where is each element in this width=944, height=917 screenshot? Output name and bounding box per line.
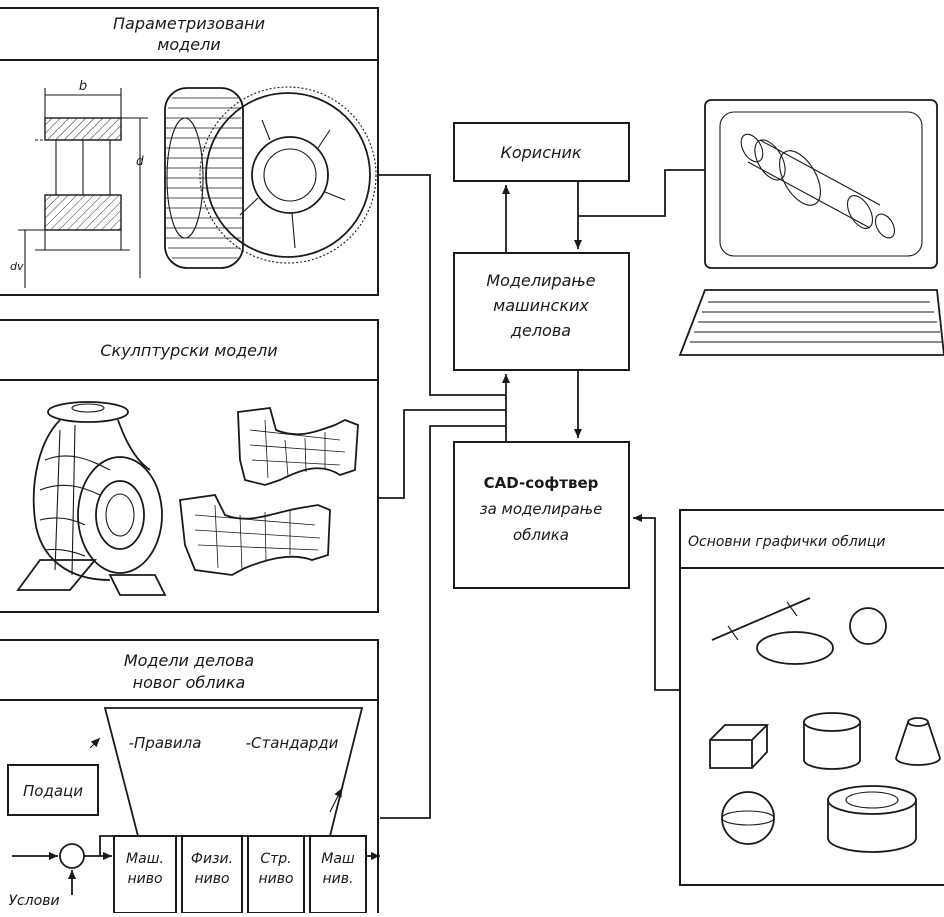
center-flow: Корисник Моделирање машинских делова CAD… <box>378 122 705 819</box>
level-label-1: Стр. <box>260 851 291 867</box>
pump-casing-drawing <box>16 401 167 596</box>
data-label: Подаци <box>23 782 83 800</box>
knowledge-base-trapezoid <box>103 707 364 837</box>
dimension-dv-label: dv <box>10 260 24 273</box>
panel-frame <box>0 319 379 613</box>
cad-label-2: за моделирање <box>480 500 603 518</box>
panel-title-line1: Модели делова <box>124 651 254 670</box>
level-label-2: нив. <box>323 871 354 887</box>
connector-new-shape <box>380 425 506 819</box>
modeling-label-3: делова <box>510 321 571 340</box>
level-label-2: ниво <box>127 871 162 887</box>
data-box <box>7 764 99 816</box>
connector-graphic-forms <box>633 514 680 691</box>
connector-parametrized <box>378 174 506 396</box>
gear-section-drawing: b d dv <box>10 79 148 288</box>
panel-frame <box>0 639 379 913</box>
conditions-label: Услови <box>8 893 59 909</box>
sphere-shape-icon <box>721 791 775 845</box>
keyboard <box>678 289 944 356</box>
cone-shape-icon <box>895 717 941 766</box>
panel-title-line2: новог облика <box>133 673 246 692</box>
level-label-1: Маш <box>321 851 355 867</box>
modeling-label-2: машинских <box>493 296 589 315</box>
panel-frame <box>679 509 944 886</box>
box-shape-icon <box>709 724 770 769</box>
summing-node <box>59 843 85 869</box>
ellipse-shape-icon <box>756 631 834 665</box>
spur-gear-drawing <box>164 86 377 269</box>
monitor-screen <box>719 111 923 257</box>
modeling-block <box>453 252 630 371</box>
panel-sculptural-models: Скулптурски модели <box>0 319 379 613</box>
ring-shape-icon <box>827 785 917 853</box>
panel-graphic-forms: Основни графички облици <box>679 509 944 886</box>
cad-label-3: облика <box>513 526 569 544</box>
user-block <box>453 122 630 182</box>
level-label-2: ниво <box>258 871 293 887</box>
level-boxes: Маш. ниво Физи. ниво Стр. ниво Маш нив. <box>113 835 367 914</box>
rules-label: -Правила <box>129 734 202 752</box>
panel-title-line2: модели <box>157 35 220 54</box>
computer-drawing <box>678 99 944 356</box>
panel-frame <box>0 7 379 296</box>
connector-computer <box>578 169 705 217</box>
panel-title: Основни графички облици <box>688 534 885 550</box>
dimension-b-label: b <box>79 79 87 94</box>
cylinder-shape-icon <box>803 712 861 770</box>
cad-label-1: CAD-софтвер <box>484 474 599 492</box>
user-label: Корисник <box>500 143 581 162</box>
level-label-1: Маш. <box>126 851 164 867</box>
standards-label: -Стандарди <box>246 734 339 752</box>
panel-title-line1: Параметризовани <box>113 14 265 33</box>
level-label-2: ниво <box>194 871 229 887</box>
cad-software-block <box>453 441 630 589</box>
line-shape-icon <box>711 597 811 641</box>
sculpted-part-lower <box>179 494 331 576</box>
level-label-1: Физи. <box>191 851 233 867</box>
panel-title: Скулптурски модели <box>100 341 277 360</box>
gear-teeth <box>166 97 242 259</box>
monitor-frame <box>704 99 938 269</box>
panel-new-shape-models: Модели делова новог облика -Правила -Ста… <box>0 639 380 914</box>
connector-sculptural <box>378 409 506 499</box>
shaft-model-icon <box>740 133 896 239</box>
modeling-label-1: Моделирање <box>486 271 595 290</box>
sculpted-part-upper <box>237 407 359 486</box>
dimension-d-label: d <box>136 154 144 168</box>
panel-parametrized-models: Параметризовани модели b d dv <box>0 7 379 296</box>
circle-shape-icon <box>849 607 887 645</box>
